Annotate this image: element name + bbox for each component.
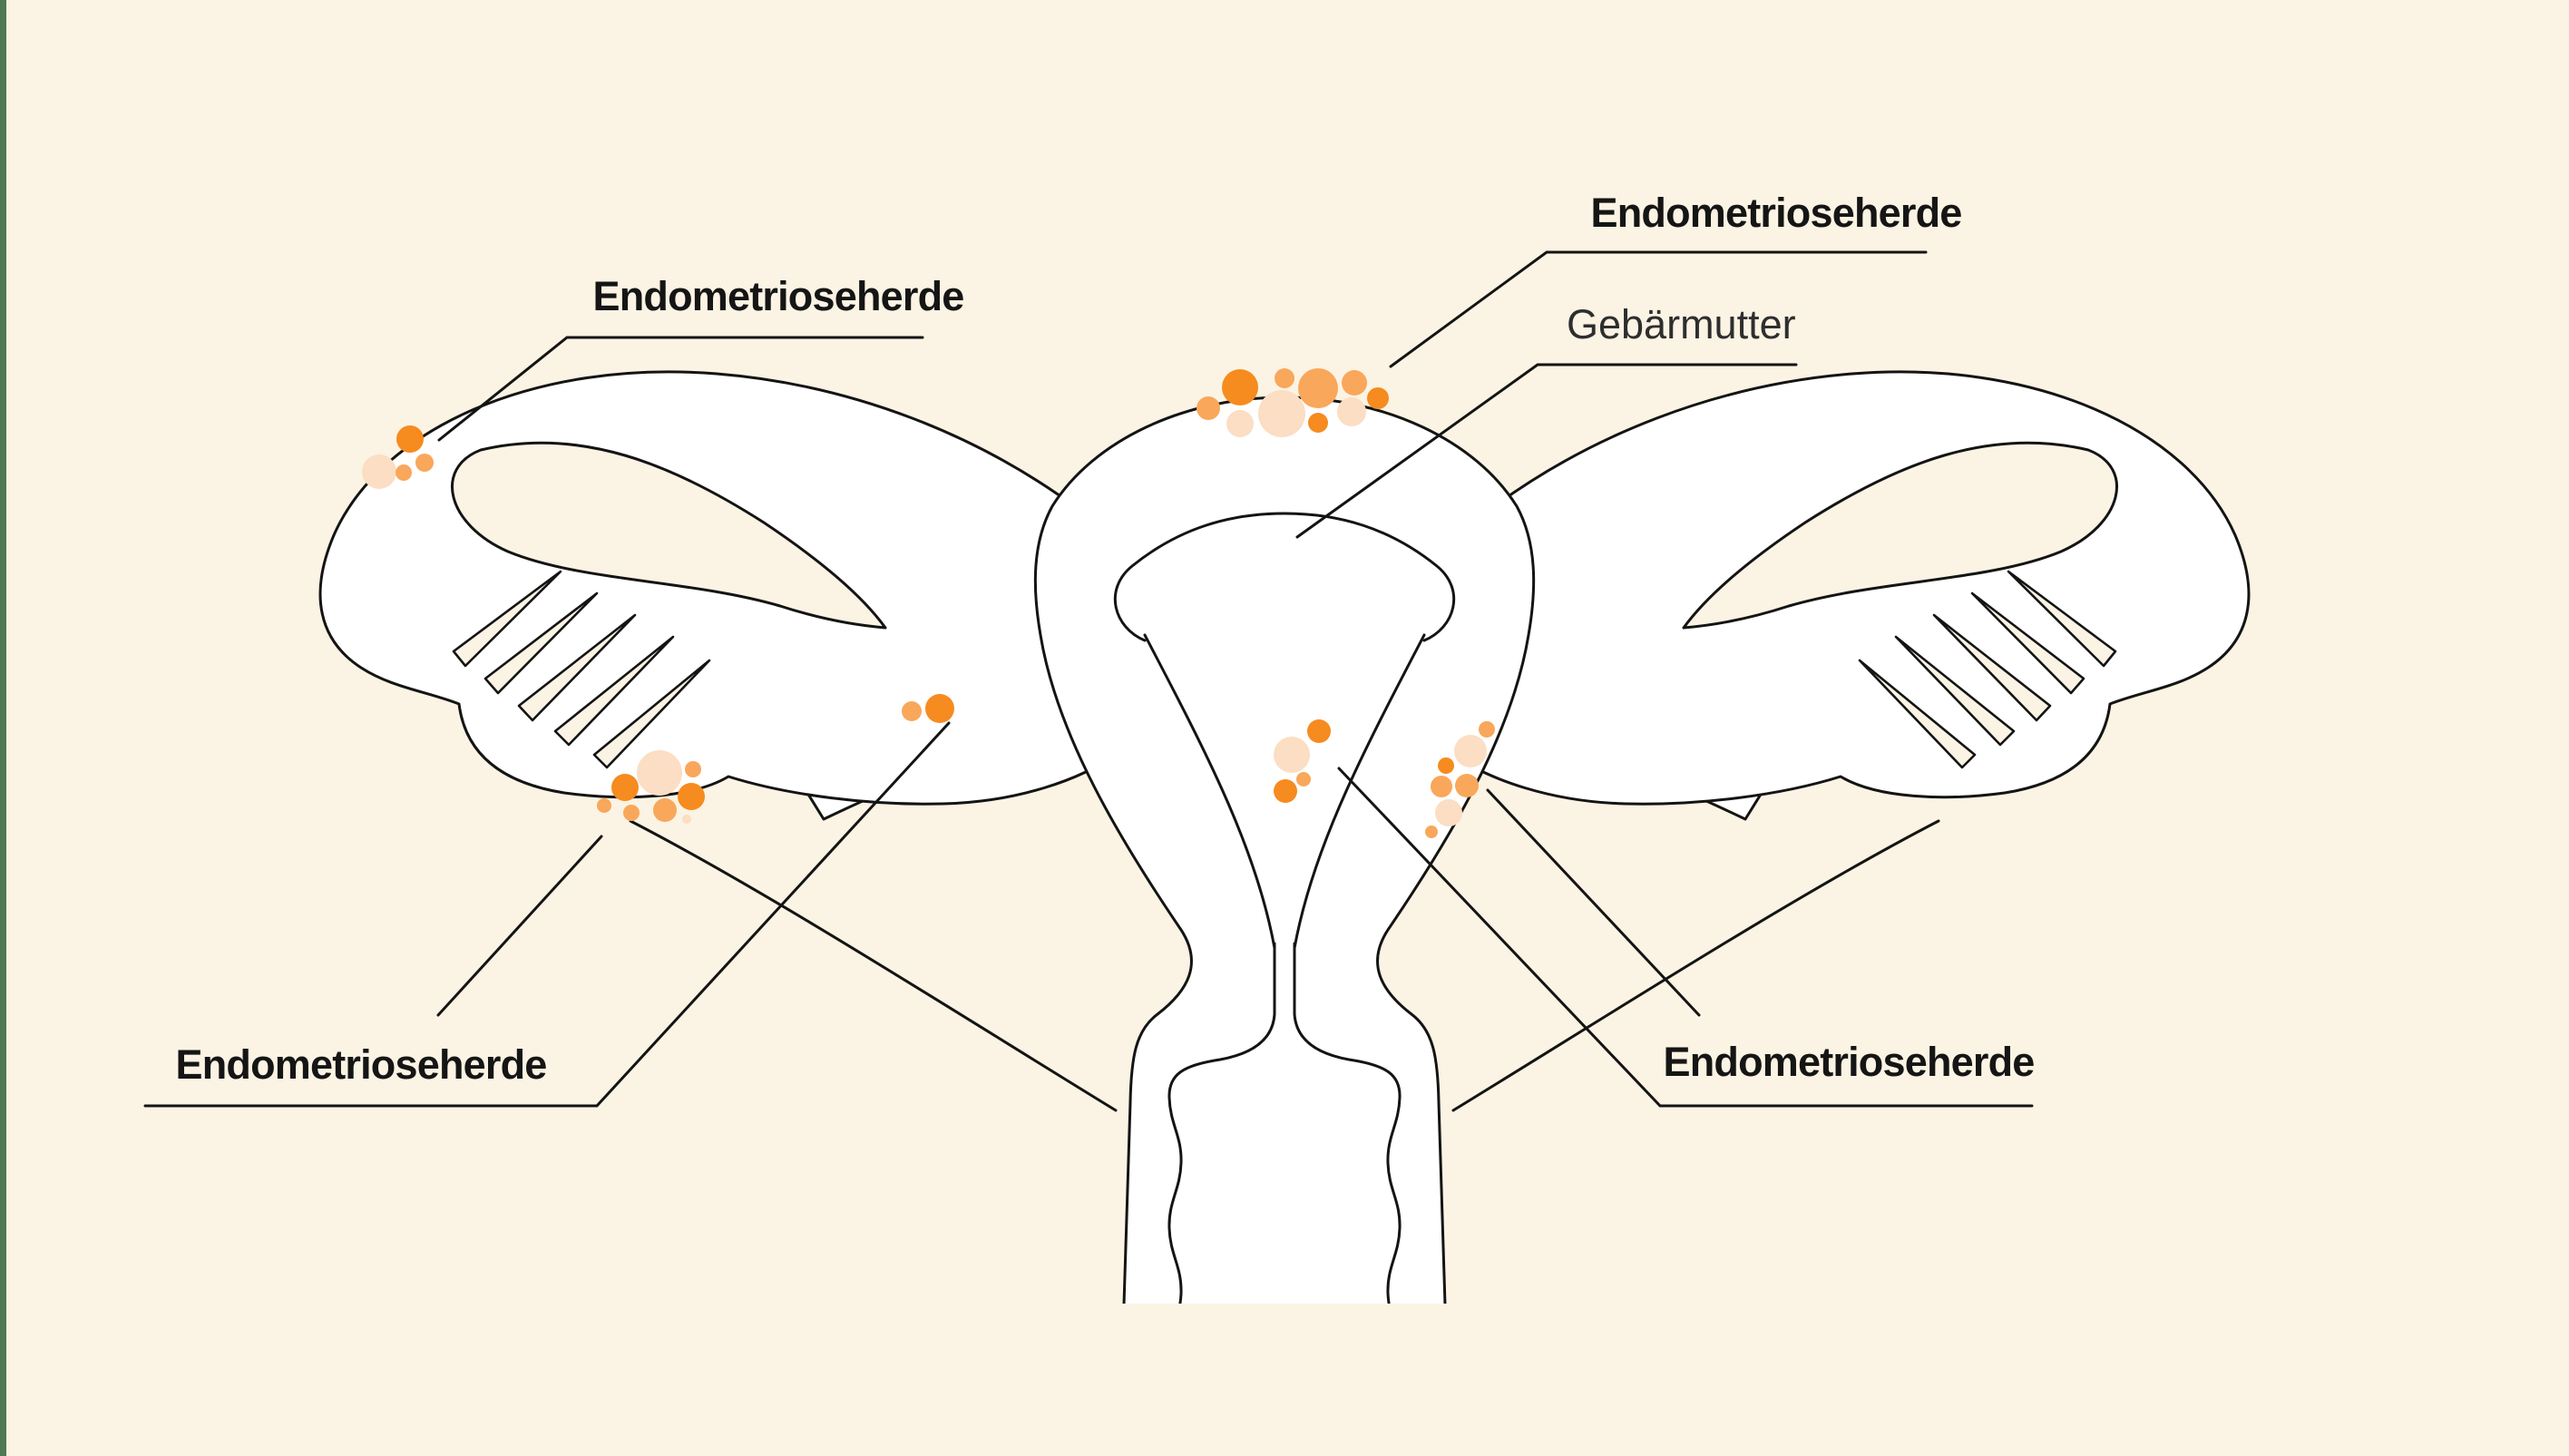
lesion-dot-left-ovary xyxy=(678,783,705,810)
lesion-dot-fundus-top xyxy=(1197,396,1220,420)
lesion-dot-fundus-top xyxy=(1222,369,1258,406)
lesion-dot-uterus-left-inner xyxy=(1296,772,1311,787)
lesion-dot-uterus-right-wall xyxy=(1479,721,1495,738)
lesion-dot-left-ovary xyxy=(597,798,611,813)
leader-top-right xyxy=(1389,250,1928,368)
lesion-dot-left-ovary xyxy=(682,815,691,824)
lesion-dot-fundus-top xyxy=(1258,390,1305,437)
uterine-cavity xyxy=(1113,512,1456,950)
anatomy-group xyxy=(318,370,2251,1304)
label-endometrioseherde-bottom-right: Endometrioseherde xyxy=(1663,1039,2035,1085)
callout-lines xyxy=(143,250,2034,1108)
lesion-dots xyxy=(362,368,1495,838)
uterus-body xyxy=(1033,396,1536,1304)
lesion-dot-fundus-top xyxy=(1226,410,1254,437)
lesion-dot-left-tube-isthmus xyxy=(902,701,922,721)
left-accent-stripe xyxy=(0,0,6,1456)
label-gebaermutter: Gebärmutter xyxy=(1567,301,1796,347)
tube-curl-opening xyxy=(451,441,887,630)
lesion-dot-uterus-left-inner xyxy=(1307,719,1331,743)
lesion-dot-fundus-top xyxy=(1337,397,1366,426)
lesion-dot-uterus-right-wall xyxy=(1435,799,1462,826)
leader-bottom-left-b xyxy=(436,835,603,1017)
ovarian-ligament xyxy=(629,819,1118,1112)
label-endometrioseherde-top-right: Endometrioseherde xyxy=(1590,190,1962,236)
lesion-dot-uterus-left-inner xyxy=(1274,779,1297,803)
label-endometrioseherde-top-left: Endometrioseherde xyxy=(592,273,964,319)
lesion-dot-left-ovary xyxy=(653,798,677,822)
lesion-dot-fundus-top xyxy=(1298,368,1338,408)
leader-bottom-left-a xyxy=(143,721,951,1108)
cervical-canal xyxy=(1167,942,1402,1304)
leader-bottom-right-a xyxy=(1337,767,2034,1108)
fimbriae xyxy=(452,570,711,769)
lesion-dot-uterus-right-wall xyxy=(1438,757,1454,774)
lesion-dot-fundus-top xyxy=(1367,387,1389,409)
lesion-dot-left-tube-end xyxy=(396,425,424,453)
lesion-dot-left-tube-end xyxy=(396,464,412,481)
lesion-dot-left-ovary xyxy=(611,774,639,801)
lesion-dot-fundus-top xyxy=(1342,370,1367,396)
lesion-dot-uterus-right-wall xyxy=(1431,776,1452,797)
lesion-dot-uterus-right-wall xyxy=(1425,826,1438,838)
leader-uterus xyxy=(1295,363,1798,539)
label-endometrioseherde-bottom-left: Endometrioseherde xyxy=(175,1041,547,1088)
lesion-dot-left-tube-isthmus xyxy=(925,694,954,723)
lesion-dot-uterus-left-inner xyxy=(1274,737,1310,773)
lesion-dot-left-tube-end xyxy=(362,454,396,489)
lesion-dot-left-tube-end xyxy=(415,454,434,472)
fallopian-tube-and-ovary xyxy=(318,370,1149,1112)
lesion-dot-fundus-top xyxy=(1275,368,1294,388)
right-adnexa xyxy=(1420,370,2251,1112)
lesion-dot-uterus-right-wall xyxy=(1454,735,1487,767)
lesion-dot-uterus-right-wall xyxy=(1455,774,1479,797)
lesion-dot-left-ovary xyxy=(685,761,701,777)
lesion-dot-left-ovary xyxy=(637,750,682,796)
leader-bottom-right-b xyxy=(1486,788,1701,1017)
leader-top-left xyxy=(437,336,924,442)
lesion-dot-left-ovary xyxy=(623,805,640,821)
lesion-dot-fundus-top xyxy=(1308,413,1328,433)
